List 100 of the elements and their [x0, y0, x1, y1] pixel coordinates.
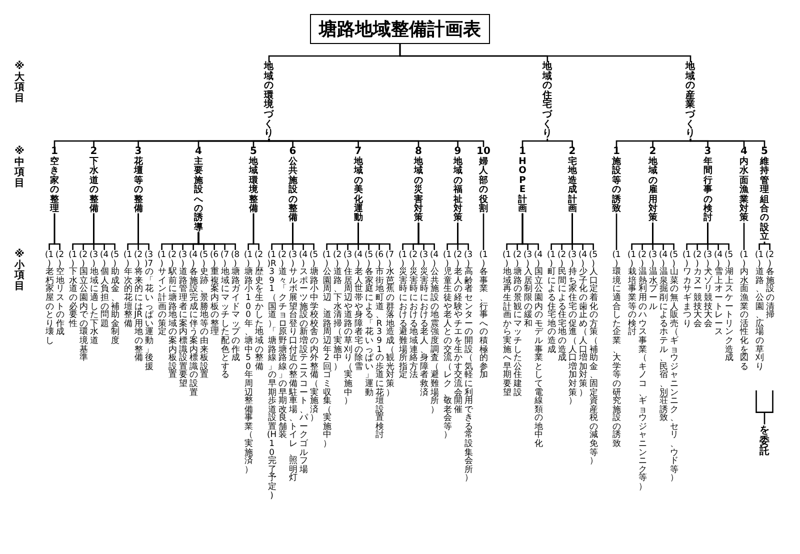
heading-label: 下水道の整備 [88, 157, 100, 214]
heading-label: 地域環境整備 [248, 157, 259, 214]
list-item: (2)民間による住宅地の造成 [556, 250, 567, 362]
item-number: 2 [90, 147, 98, 157]
list-item: (5)助成金、補助金制度 [110, 250, 120, 345]
connector-line [572, 213, 594, 250]
list-item: (4)雪上オートレース [713, 250, 724, 336]
item-number: 8 [415, 147, 422, 157]
list-item: (1)道路、公園、広場の草刈り [754, 250, 764, 370]
list-item: (1)塘路小100年、塘中50年周辺整備事業（実施済） [243, 250, 254, 474]
list-item: (2)歴史を生かした地域の整備 [254, 250, 264, 370]
heading-label: 地域の災害対策 [413, 157, 424, 223]
list-item: (1)栽培事業等の検討 [626, 250, 637, 336]
connector-line [522, 138, 548, 147]
list-item: (2)各施設の清掃 [764, 250, 775, 319]
connector-line [522, 213, 539, 250]
list-item: (4)公共施設の地震強度調査（避難場所） [429, 250, 440, 414]
list-item: (1)児童生徒や老人との交流（レク、敬老会等） [442, 250, 452, 440]
list-item: (1)地域再生計画から実施へ早期要望 [502, 250, 512, 396]
heading-label: 婦人部の役割 [478, 157, 489, 214]
connector-line [252, 138, 270, 147]
heading-label: 空き家の整理 [49, 157, 60, 214]
list-item: (2)国立公園内での環境基準 [78, 250, 88, 362]
list-item: (2)空地リストの作成 [54, 250, 65, 336]
connector-line [198, 232, 236, 250]
note-text: を委託 [759, 426, 770, 458]
list-item: (1)老朽家屋のとり壊し [44, 250, 54, 345]
item-number: 4 [740, 147, 748, 157]
list-item: (3)犬ゾリ競技大会 [702, 250, 713, 328]
connector-line [652, 222, 674, 250]
connector-line [758, 242, 766, 250]
list-item: (3)持ち家住宅の促進（人口増加対策） [567, 250, 578, 405]
list-item: (4)個人負担の問題 [99, 250, 110, 328]
item-number: 7 [354, 147, 362, 157]
title-box: 塘路地域整備計画表 [310, 14, 490, 44]
list-item: (1)R391（国道）「塘路線」の早期歩道設置(H10完了予定) [266, 250, 277, 500]
item-number: 9 [454, 147, 462, 157]
row-label: ※大項目 [14, 62, 25, 104]
list-item: (4)国立公園内のモデル事業として電線類の地中化 [533, 250, 544, 448]
connector-line [252, 213, 260, 250]
heading-label: 年間行事の検討 [702, 157, 714, 223]
list-item: (5)湖上スケートリンク造成 [724, 250, 734, 362]
list-item: (6)市街地町道、R391の歩道に花壇設置検討 [374, 250, 384, 440]
list-item: (1)下水道の必要性 [68, 250, 78, 328]
item-number: 1 [51, 147, 58, 157]
item-number: 3 [134, 147, 142, 157]
connector-line [418, 222, 435, 250]
list-item: (8)塘路ガイドマップの作成 [230, 250, 240, 362]
list-item: (2)災害時における地域連絡方法 [408, 250, 418, 379]
item-number: 6 [289, 147, 296, 157]
list-item: (3)温水プール [648, 250, 658, 310]
heading-label: 地域の美化運動 [352, 157, 364, 223]
list-item: (3)住居周辺や道路の草刈り（実施中） [342, 250, 353, 405]
item-number: 2 [568, 147, 576, 157]
connector-line [54, 213, 60, 250]
category-label: 地域の環境づくり [264, 62, 274, 139]
connector-line [93, 213, 116, 250]
list-item: (2)道々「クチョロ原野塘路線」の早期改良舗装 [277, 250, 288, 440]
list-item: (7)水芭蕉の群落地造成（観光対策） [384, 250, 395, 396]
list-item: (5)各家庭による「花いっぱい」運動 [364, 250, 374, 396]
row-label: ※中項目 [14, 147, 25, 189]
row-label: ※小項目 [14, 250, 25, 292]
list-item: (6)重複案内板の整理 [209, 250, 220, 336]
list-item: (3)災害時における老人、身障者救済 [418, 250, 429, 396]
connector-line [482, 213, 484, 250]
list-item: (1)公園周辺、道路周辺年2回ゴミ収集（実施中） [322, 250, 332, 448]
item-number: 3 [704, 147, 712, 157]
list-item: (1)内水面漁業の活性化を図る [739, 250, 749, 370]
list-item: (3)道路管理者に案内標識設置要望 [178, 250, 188, 388]
list-item: (5)史跡、景勝地等の由来板設置 [198, 250, 209, 379]
list-item: (7)地域にマッチした配色とする [220, 250, 230, 379]
connector-line [652, 138, 692, 147]
category-label: 地域の産業づくり [685, 62, 696, 139]
heading-label: 施設等の誘致 [611, 157, 622, 214]
connector-line [616, 213, 618, 250]
heading-label: HOPE計画 [517, 157, 528, 214]
connector-line [707, 222, 730, 250]
item-number: 10 [476, 147, 490, 157]
list-item: (2)道路、下水清掃（実施中） [332, 250, 342, 370]
list-item: (4)少子化の歯止め（人口増加対策） [578, 250, 588, 396]
list-item: (1)町による住宅地の造成 [546, 250, 556, 354]
item-number: 2 [649, 147, 656, 157]
list-item: (4)老人世帯や身障者宅の除雪 [353, 250, 364, 370]
connector-line [743, 222, 745, 250]
list-item: (1)各事業、行事への積極的参加 [478, 250, 488, 379]
heading-label: 花壇等の整備 [132, 157, 144, 214]
connector-line [690, 138, 766, 147]
list-item: (3)入居制限の緩和 [522, 250, 533, 328]
connector-line [457, 222, 469, 250]
connector-line [358, 222, 390, 250]
list-item: (2)老人の経験やチエを生かす交流会開催 [452, 250, 463, 414]
list-item: (3)高齢者センターの開設（気軽に利用できる常設集会所） [463, 250, 474, 482]
heading-label: 地域の福祉対策 [452, 157, 464, 223]
list-item: (2)塘路の景観にマッチした公住建設 [512, 250, 522, 396]
item-number: 4 [195, 147, 202, 157]
list-item: (4)温泉掘削によるホテル、民宿、別荘誘致 [658, 250, 668, 422]
list-item: (1)サイン計画の策定 [156, 250, 167, 336]
heading-label: 主要施設への誘導 [193, 157, 204, 232]
heading-label: 公共施設の整備 [287, 157, 298, 223]
item-number: 1 [613, 147, 620, 157]
